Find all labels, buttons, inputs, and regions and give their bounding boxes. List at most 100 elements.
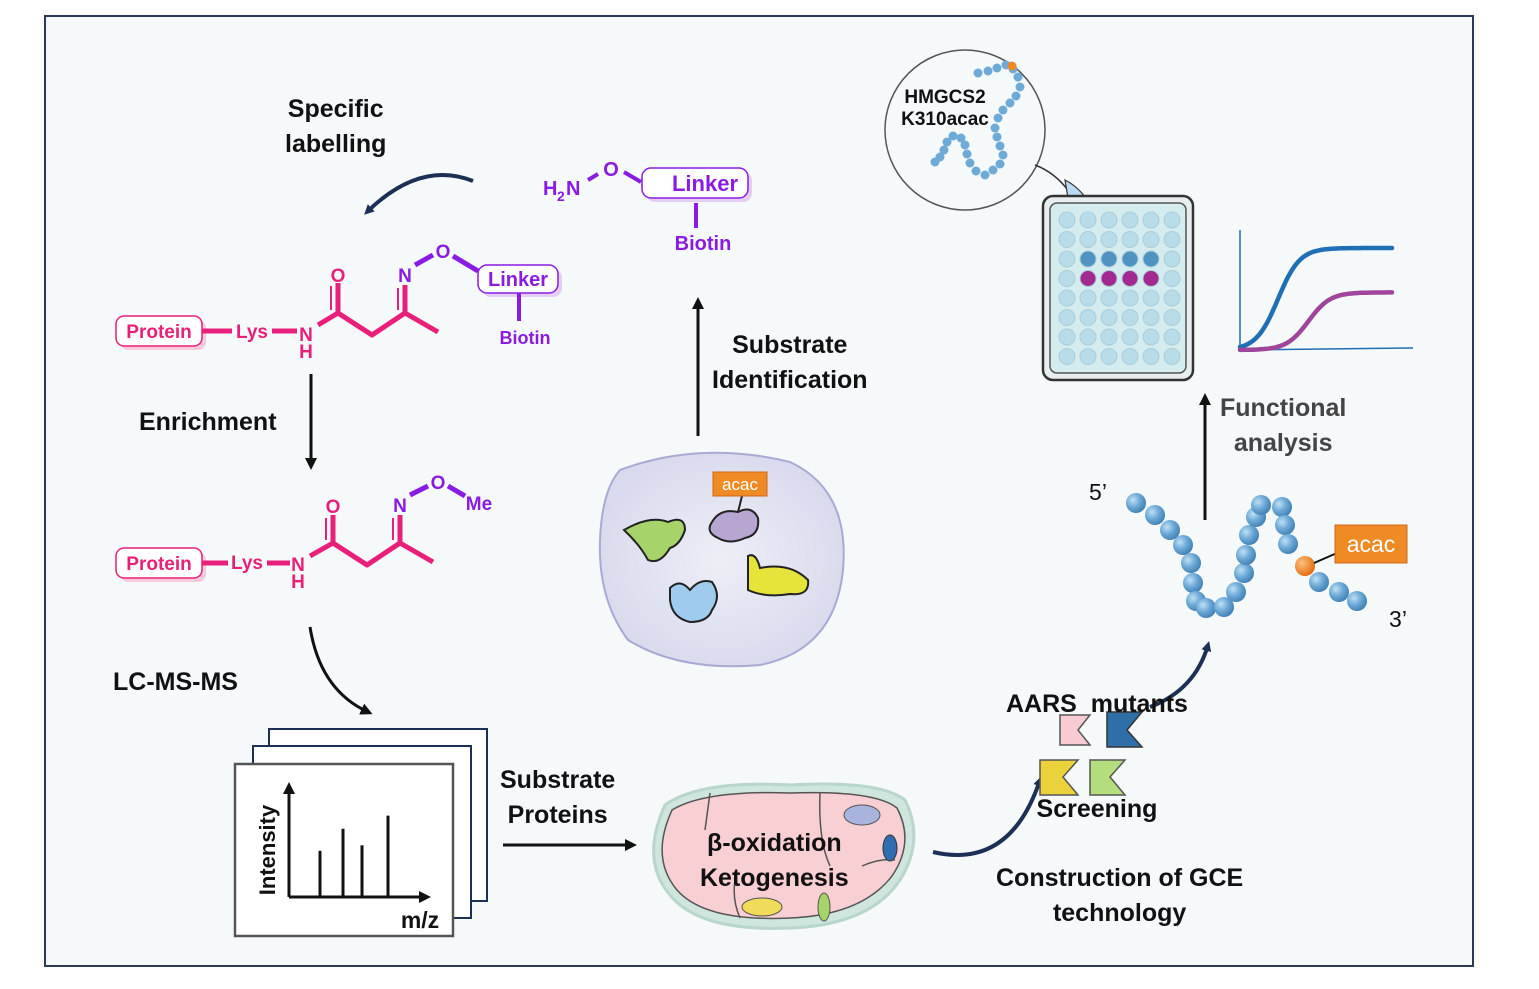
bead bbox=[1145, 505, 1165, 525]
small-bead bbox=[992, 63, 1002, 73]
well bbox=[1100, 250, 1118, 268]
well bbox=[1121, 289, 1139, 307]
probe-linker-box bbox=[641, 167, 749, 199]
aars-screening-label: AARS mutants Screening bbox=[1006, 617, 1188, 862]
probe-oxygen-text: O bbox=[603, 159, 619, 181]
acac-tag-chain-text: acac bbox=[1347, 531, 1396, 557]
well bbox=[1142, 328, 1160, 346]
small-bead bbox=[988, 165, 998, 175]
linker-text: Linker bbox=[488, 269, 548, 291]
well bbox=[1100, 270, 1118, 287]
well bbox=[1100, 211, 1118, 229]
well bbox=[1079, 211, 1097, 229]
k310-bead bbox=[1007, 61, 1017, 71]
mass-spectrum-stack: Intensity m/z bbox=[233, 728, 488, 938]
well bbox=[1163, 289, 1181, 307]
substrate-identification-label: Substrate Identification bbox=[712, 328, 868, 398]
bead bbox=[1236, 545, 1256, 565]
protein-text: Protein bbox=[126, 554, 191, 575]
well-plate bbox=[1041, 194, 1195, 382]
label-line: Proteins bbox=[507, 801, 608, 829]
aars-yellow bbox=[1039, 759, 1080, 796]
k310acac-label: K310acac bbox=[901, 109, 989, 130]
nitrogen-text: N bbox=[299, 325, 313, 346]
oxime-nitrogen-text: N bbox=[398, 266, 412, 287]
labelled-acac-structure: Protein Lys N H O N O Linker Biotin bbox=[115, 242, 562, 363]
zoom-circle bbox=[884, 49, 1046, 211]
functional-analysis-label: Functional analysis bbox=[1220, 391, 1346, 461]
probe-linker-text: Linker bbox=[672, 171, 738, 196]
protein-purple-acetoacetylated bbox=[708, 508, 760, 543]
enrichment-label: Enrichment bbox=[139, 408, 277, 436]
well bbox=[1121, 309, 1139, 326]
well bbox=[1142, 250, 1160, 268]
well bbox=[1058, 289, 1076, 307]
well bbox=[1100, 328, 1118, 346]
bead bbox=[1160, 520, 1180, 540]
well bbox=[1163, 328, 1181, 346]
label-line: Identification bbox=[712, 366, 868, 394]
well bbox=[1100, 348, 1118, 365]
small-bead bbox=[930, 157, 940, 167]
bead bbox=[1126, 493, 1146, 513]
label-line: Specific bbox=[287, 95, 384, 123]
small-bead bbox=[956, 133, 966, 143]
mitochondrion bbox=[652, 782, 916, 930]
aars-green bbox=[1089, 759, 1127, 796]
well bbox=[1079, 328, 1097, 346]
lys-text: Lys bbox=[231, 553, 263, 574]
lcms-arrow bbox=[308, 626, 373, 715]
h2n-subscript: 2 bbox=[557, 188, 565, 204]
well bbox=[1142, 231, 1160, 248]
bead bbox=[1309, 572, 1329, 592]
well bbox=[1058, 270, 1076, 287]
small-bead bbox=[990, 123, 1000, 133]
label-line: Construction of GCE bbox=[996, 864, 1244, 892]
oxime-oxygen-text: O bbox=[431, 473, 446, 494]
small-bead bbox=[962, 149, 972, 159]
h2n-h: H bbox=[543, 178, 557, 200]
bead bbox=[1251, 495, 1271, 515]
protein-bead-chain bbox=[1126, 493, 1367, 618]
label-line: technology bbox=[1052, 899, 1187, 927]
small-bead bbox=[942, 137, 952, 147]
mito-pathways-label: β-oxidation Ketogenesis bbox=[700, 826, 849, 896]
hmgcs2-label: HMGCS2 bbox=[904, 87, 985, 108]
aars-blue bbox=[1106, 711, 1144, 748]
bead bbox=[1329, 582, 1349, 602]
lys-text: Lys bbox=[236, 322, 268, 343]
protein-green bbox=[622, 518, 687, 563]
label-line: analysis bbox=[1233, 429, 1333, 457]
well bbox=[1142, 309, 1160, 326]
label-line: Screening bbox=[1036, 795, 1158, 823]
beta-oxidation-text: β-oxidation bbox=[706, 829, 842, 857]
specific-labelling-label: Specific labelling bbox=[285, 92, 386, 162]
acac-tag-cell-text: acac bbox=[722, 475, 758, 494]
well bbox=[1163, 211, 1181, 229]
small-bead bbox=[960, 140, 970, 150]
well bbox=[1142, 211, 1160, 229]
mito-protein-blue bbox=[882, 834, 898, 862]
small-bead bbox=[1015, 82, 1025, 92]
hydrogen-text: H bbox=[299, 342, 313, 363]
well bbox=[1079, 309, 1097, 326]
well bbox=[1100, 231, 1118, 248]
mitochondrion-matrix bbox=[661, 791, 906, 920]
well bbox=[1058, 211, 1076, 229]
well bbox=[1121, 270, 1139, 287]
small-bead bbox=[983, 66, 993, 76]
cell-with-proteins: acac bbox=[598, 451, 845, 668]
well bbox=[1079, 270, 1097, 287]
small-bead bbox=[965, 158, 975, 168]
small-bead bbox=[993, 113, 1003, 123]
well bbox=[1163, 270, 1181, 287]
bead bbox=[1234, 563, 1254, 583]
bead bbox=[1275, 515, 1295, 535]
five-prime-label: 5’ bbox=[1089, 479, 1107, 505]
carbonyl-oxygen-text: O bbox=[331, 266, 346, 287]
well bbox=[1163, 250, 1181, 268]
acac-lysine-bead bbox=[1295, 556, 1315, 576]
nitrogen-text: N bbox=[291, 555, 305, 576]
well bbox=[1058, 348, 1076, 365]
bead bbox=[1226, 582, 1246, 602]
